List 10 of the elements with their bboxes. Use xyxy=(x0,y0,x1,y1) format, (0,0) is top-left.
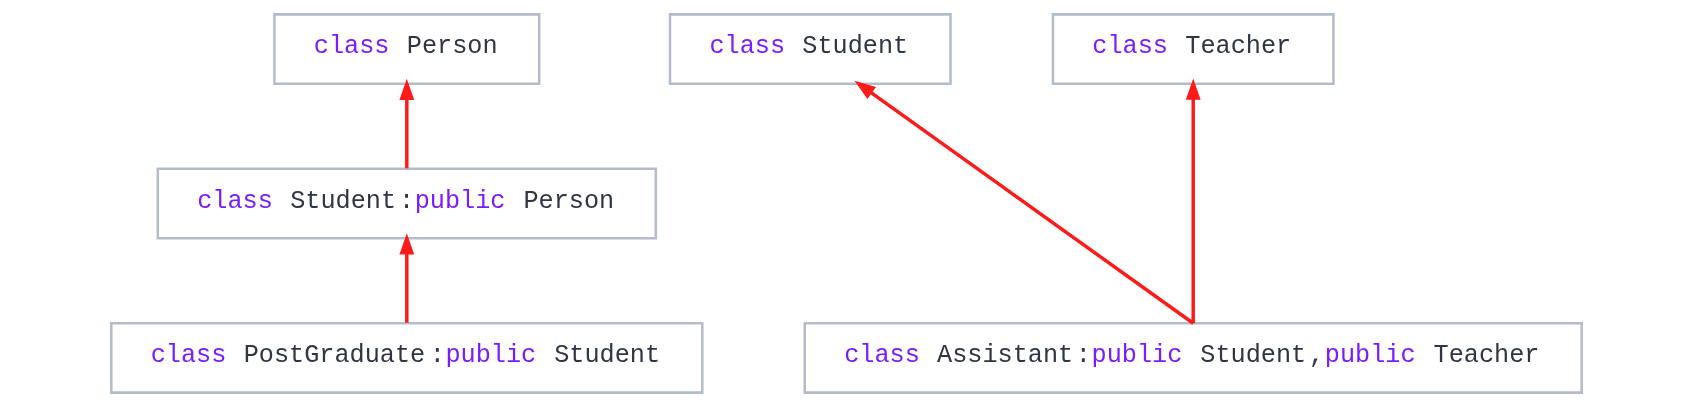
node-box: class Student xyxy=(668,13,952,85)
node-box: class Assistant:public Student,public Teacher xyxy=(803,322,1583,394)
arrow xyxy=(1185,78,1201,324)
arrow xyxy=(398,233,414,323)
arrow xyxy=(398,78,414,169)
arrow xyxy=(854,80,1194,325)
node-box: class Teacher xyxy=(1051,13,1335,85)
node-box: class PostGraduate:public Student xyxy=(109,322,704,394)
node-box: class Person xyxy=(272,13,540,85)
node-box: class Student:public Person xyxy=(156,167,657,240)
